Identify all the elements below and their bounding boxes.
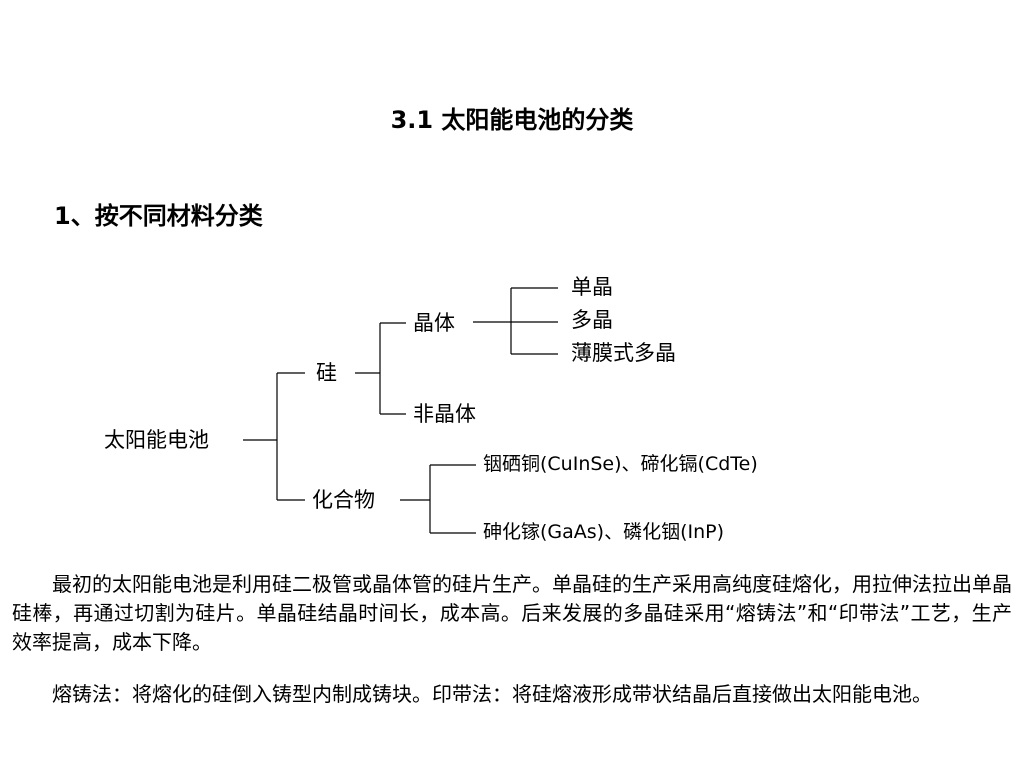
tree-leaf-monocrystal: 单晶 xyxy=(571,275,613,299)
section-heading: 1、按不同材料分类 xyxy=(54,202,263,230)
paragraph-history: 最初的太阳能电池是利用硅二极管或晶体管的硅片生产。单晶硅的生产采用高纯度硅熔化，… xyxy=(12,572,1012,654)
tree-node-compound: 化合物 xyxy=(312,488,375,512)
paragraph-methods: 熔铸法：将熔化的硅倒入铸型内制成铸块。印带法：将硅熔液形成带状结晶后直接做出太阳… xyxy=(52,682,932,706)
tree-node-crystal: 晶体 xyxy=(413,311,455,335)
tree-leaf-compound-cis-cdte: 铟硒铜(CuInSe)、碲化镉(CdTe) xyxy=(483,453,758,475)
tree-leaf-thinfilm-polycrystal: 薄膜式多晶 xyxy=(571,341,676,365)
tree-leaf-polycrystal: 多晶 xyxy=(571,308,613,332)
tree-node-amorphous: 非晶体 xyxy=(413,402,476,426)
tree-leaf-compound-gaas-inp: 砷化镓(GaAs)、磷化铟(InP) xyxy=(483,521,725,543)
slide-title: 3.1 太阳能电池的分类 xyxy=(390,106,634,134)
tree-root-solar-cell: 太阳能电池 xyxy=(104,428,209,452)
tree-node-silicon: 硅 xyxy=(316,361,337,385)
